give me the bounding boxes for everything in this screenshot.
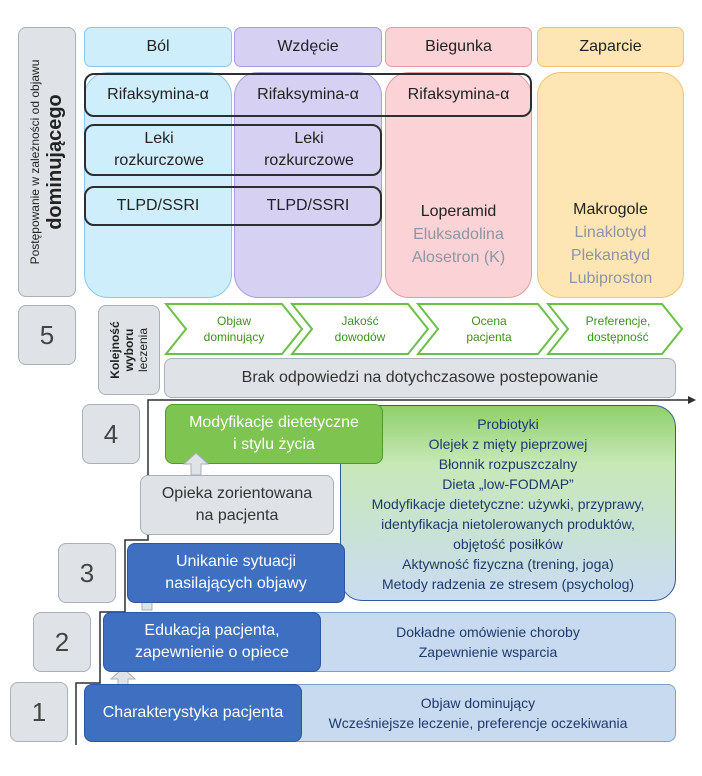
green-list-item: Metody radzenia ze stresem (psycholog) <box>381 576 635 592</box>
zaparcie-item: Plekanatyd <box>570 247 651 264</box>
side-label-line1: Postępowanie w zależności od objawu <box>28 59 42 265</box>
zaparcie-item: Linaklotyd <box>574 224 647 241</box>
criteria-1-line1: Objaw <box>216 314 251 328</box>
criteria-chevrons <box>163 303 684 355</box>
green-list-item: Olejek z mięty pieprzowej <box>428 436 588 452</box>
header-bol: Ból <box>84 27 232 67</box>
side-label-box: Postępowanie w zależności od objawu domi… <box>18 27 76 297</box>
criteria-4-line2: dostępność <box>587 330 649 344</box>
green-list: Probiotyki Olejek z mięty pieprzowej Bło… <box>340 412 676 596</box>
green-list-item: Błonnik rozpuszczalny <box>438 456 578 472</box>
green-list-item: identyfikacja nietolerowanych produktów, <box>381 516 635 532</box>
charakterystyka-desc-box: Objaw dominujący Wcześniejsze leczenie, … <box>280 684 676 742</box>
modyfikacje-line1: Modyfikacje dietetyczne <box>189 414 359 431</box>
green-list-item: Dieta „low-FODMAP” <box>442 476 574 492</box>
level-5: 5 <box>18 305 76 365</box>
chevron-shape <box>163 303 304 355</box>
edukacja-desc-line1: Dokładne omówienie choroby <box>396 624 580 640</box>
charakterystyka-desc-line2: Wcześniejsze leczenie, preferencje oczek… <box>328 715 628 731</box>
tlpd-outline <box>84 186 382 226</box>
unikanie-line1: Unikanie sytuacji <box>175 553 297 570</box>
edukacja-box: Edukacja pacjenta, zapewnienie o opiece <box>103 612 321 672</box>
header-biegunka: Biegunka <box>385 27 532 67</box>
criteria-2-line1: Jakość <box>341 314 379 328</box>
zaparcie-item: Lubiproston <box>568 270 653 287</box>
tlpd-bol: TLPD/SSRI <box>116 197 200 214</box>
criteria-4: Preferencje, dostępność <box>566 304 670 354</box>
column-wzdecie <box>234 72 382 298</box>
chevron-shape <box>415 303 560 355</box>
criteria-4-line1: Preferencje, <box>585 314 651 328</box>
edukacja-line1: Edukacja pacjenta, <box>144 622 280 639</box>
level-1: 1 <box>10 682 68 742</box>
green-list-item: objętość posiłków <box>453 536 563 552</box>
opieka-line1: Opieka zorientowana <box>161 485 313 502</box>
rifaksymina-bol: Rifaksymina-α <box>107 86 209 103</box>
kolejnosc-box: Kolejność wyboru leczenia <box>98 305 160 395</box>
axis-arrow-head <box>688 396 696 404</box>
criteria-2-line2: dowodów <box>334 330 386 344</box>
chevron-shape <box>545 303 684 355</box>
criteria-1-line2: dominujący <box>203 330 265 344</box>
green-list-item: Modyfikacje dietetyczne: używki, przypra… <box>371 496 645 512</box>
level-2: 2 <box>33 612 91 672</box>
tlpd-wzdecie: TLPD/SSRI <box>266 197 350 214</box>
unikanie-line2: nasilających objawy <box>165 575 307 592</box>
kolejnosc-bold: Kolejność wyboru <box>108 321 136 379</box>
leki-bol-text: Leki rozkurczowe <box>114 130 204 169</box>
rifaksymina-biegunka: Rifaksymina-α <box>407 86 510 103</box>
kolejnosc-normal: leczenia <box>136 327 150 373</box>
biegunka-list: Loperamid Eluksadolina Alosetron (K) <box>385 198 532 270</box>
rifaksymina-wzdecie: Rifaksymina-α <box>257 86 359 103</box>
leki-wzdecie: Leki rozkurczowe <box>254 124 364 176</box>
green-box <box>340 405 676 601</box>
opieka-box: Opieka zorientowana na pacjenta <box>140 475 334 535</box>
biegunka-main: Loperamid <box>420 202 497 220</box>
column-bol <box>84 72 232 298</box>
leki-wzdecie-text: Leki rozkurczowe <box>264 130 354 169</box>
chevron-shape <box>289 303 430 355</box>
leki-bol: Leki rozkurczowe <box>104 124 214 176</box>
charakterystyka-desc-line1: Objaw dominujący <box>420 695 536 711</box>
leki-outline <box>84 124 382 176</box>
biegunka-item: Eluksadolina <box>413 225 504 243</box>
unikanie-box: Unikanie sytuacji nasilających objawy <box>127 543 345 603</box>
level-3: 3 <box>58 543 116 603</box>
charakterystyka-box: Charakterystyka pacjenta <box>84 684 302 742</box>
biegunka-item: Alosetron (K) <box>411 248 506 266</box>
brak-odpowiedzi: Brak odpowiedzi na dotychczasowe postepo… <box>164 358 676 398</box>
level-4: 4 <box>82 404 140 464</box>
zaparcie-list: Makrogole Linaklotyd Plekanatyd Lubipros… <box>537 196 684 292</box>
opieka-line2: na pacjenta <box>195 507 279 524</box>
column-zaparcie <box>537 72 684 298</box>
side-label-line2: dominującego <box>44 94 66 230</box>
edukacja-line2: zapewnienie o opiece <box>135 644 289 661</box>
criteria-2: Jakość dowodów <box>310 304 410 354</box>
up-arrow-icon <box>183 452 209 476</box>
zaparcie-main: Makrogole <box>573 201 648 218</box>
criteria-1: Objaw dominujący <box>184 304 284 354</box>
modyfikacje-line2: i stylu życia <box>233 436 315 453</box>
green-list-item: Probiotyki <box>477 416 539 432</box>
side-label: Postępowanie w zależności od objawu domi… <box>27 27 67 297</box>
criteria-3-line2: pacjenta <box>466 330 512 344</box>
edukacja-desc-line2: Zapewnienie wsparcia <box>418 644 558 660</box>
edukacja-desc-box: Dokładne omówienie choroby Zapewnienie w… <box>300 612 676 672</box>
criteria-3: Ocena pacjenta <box>438 304 540 354</box>
column-biegunka <box>385 72 532 298</box>
header-wzdecie: Wzdęcie <box>234 27 382 67</box>
header-zaparcie: Zaparcie <box>537 27 684 67</box>
rifaksymina-outline <box>84 73 532 117</box>
criteria-3-line1: Ocena <box>471 314 507 328</box>
modyfikacje-box: Modyfikacje dietetyczne i stylu życia <box>165 404 383 464</box>
green-list-item: Aktywność fizyczna (trening, joga) <box>402 556 614 572</box>
kolejnosc-label: Kolejność wyboru leczenia <box>108 306 150 394</box>
